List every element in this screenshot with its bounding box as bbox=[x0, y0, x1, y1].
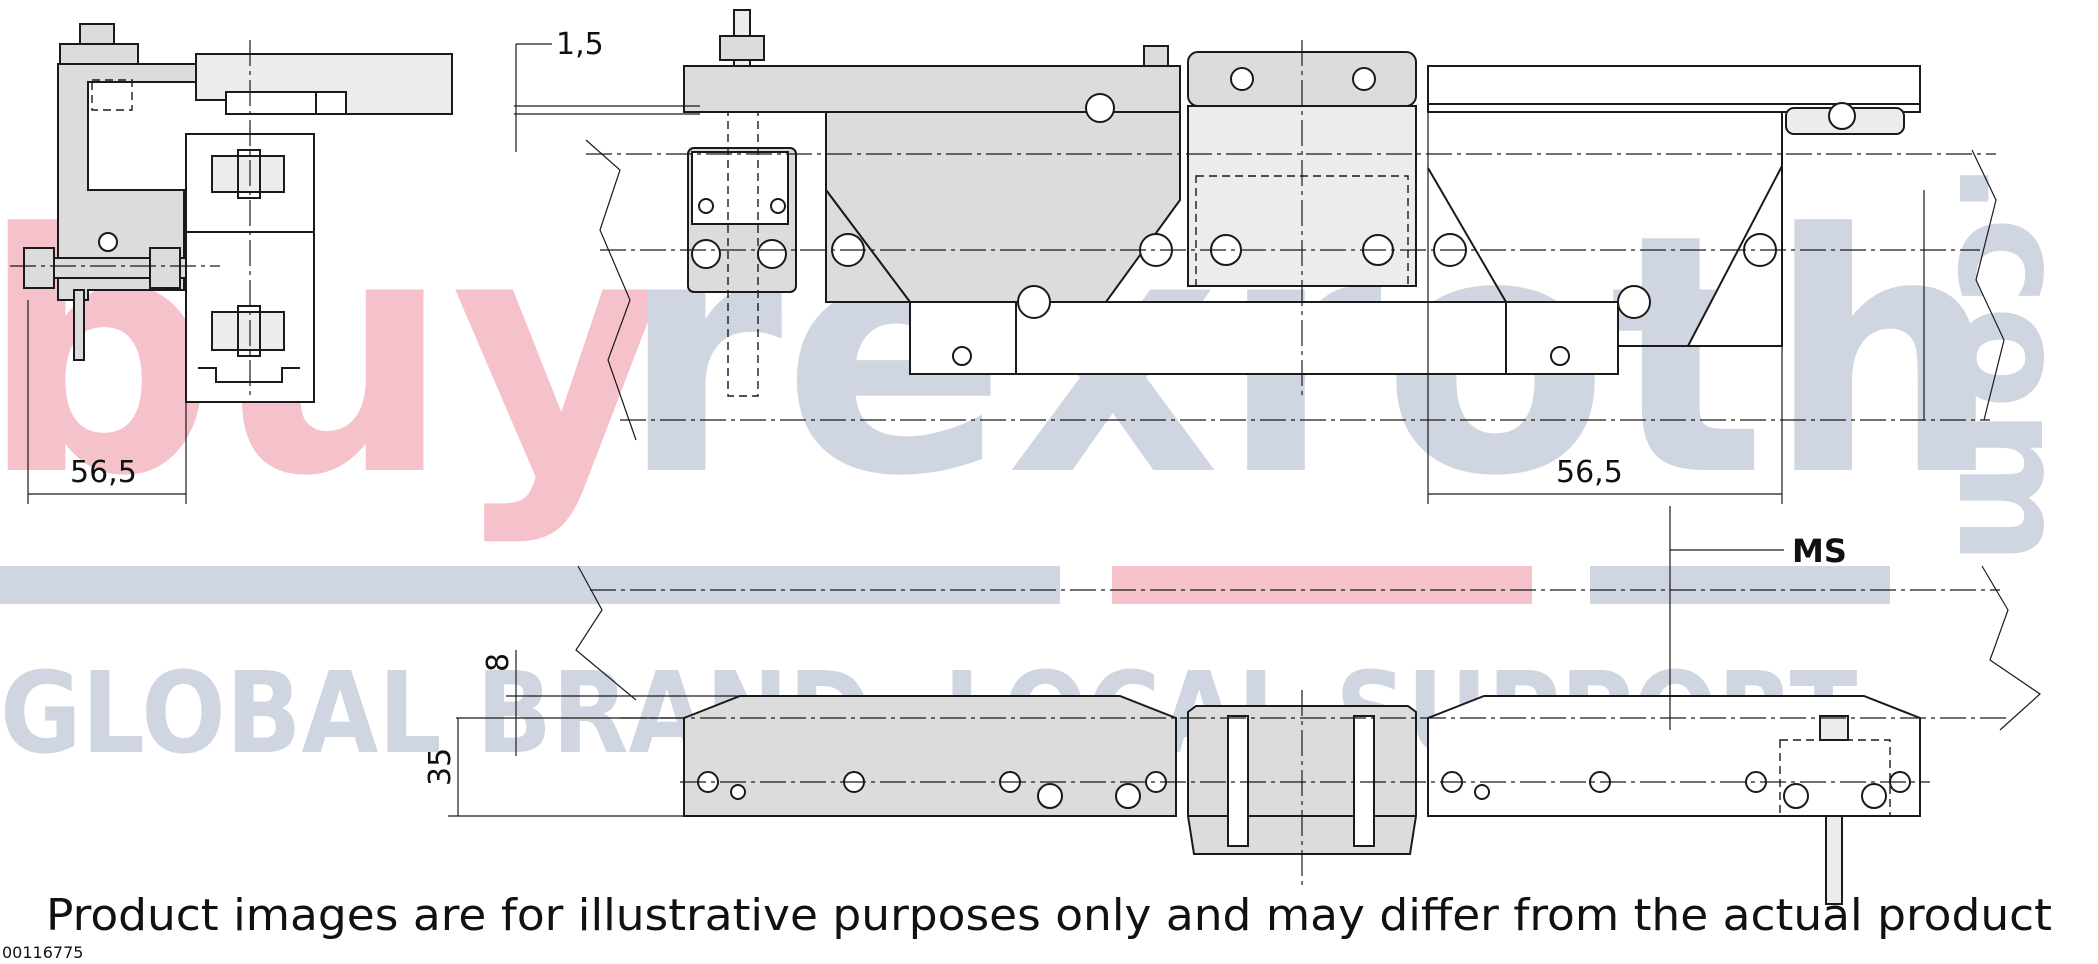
front-view-block-left bbox=[683, 695, 1177, 817]
top-view: 1,5 56,5 bbox=[514, 9, 2005, 504]
dim-text-height-large: 35 bbox=[423, 748, 458, 786]
watermark-brand-com: .com bbox=[1924, 160, 2098, 565]
top-view-center-hole-1 bbox=[1230, 67, 1254, 91]
dim-text-height-small: 8 bbox=[481, 653, 516, 672]
watermark-bar-red bbox=[1112, 566, 1532, 604]
watermark-bar-blue-right bbox=[1590, 566, 1890, 604]
front-view-sensor-cable bbox=[1825, 815, 1843, 905]
side-view-carriage-slot-2 bbox=[315, 91, 347, 115]
front-view-hole-12 bbox=[1783, 783, 1809, 809]
top-view-housing-left-front bbox=[825, 187, 912, 303]
dim-text-left-width: 56,5 bbox=[70, 455, 137, 490]
side-view: 56,5 bbox=[10, 23, 453, 504]
side-view-carriage-slot bbox=[225, 91, 317, 115]
top-view-small-screw bbox=[1143, 45, 1169, 67]
side-view-bolt-nut bbox=[149, 247, 181, 289]
top-view-clamp-hole-2 bbox=[757, 239, 787, 269]
side-view-profile-groove bbox=[198, 367, 300, 383]
front-view-hole-2 bbox=[730, 784, 746, 800]
front-view-pin-2 bbox=[1353, 715, 1375, 847]
top-view-center-hole-2 bbox=[1352, 67, 1376, 91]
top-view-break-left bbox=[585, 139, 637, 441]
top-view-slider-hole bbox=[1828, 102, 1856, 130]
side-view-roller-lower bbox=[211, 311, 285, 351]
front-view-pin-1 bbox=[1227, 715, 1249, 847]
front-view-sensor-top bbox=[1819, 715, 1849, 741]
side-view-bolt-head bbox=[23, 247, 55, 289]
side-view-roller-lower-axle bbox=[237, 305, 261, 357]
front-view-block-right bbox=[1427, 695, 1921, 817]
top-view-break-right bbox=[1971, 149, 2005, 421]
top-view-bottom-hole-1 bbox=[952, 346, 972, 366]
side-view-roller-upper bbox=[211, 155, 285, 193]
front-view-break-right bbox=[1981, 565, 2041, 731]
watermark-bar-blue-left bbox=[0, 566, 1060, 604]
front-view-hole-6 bbox=[1115, 783, 1141, 809]
side-view-bolt-shank bbox=[53, 257, 205, 279]
front-view-break-left bbox=[575, 565, 637, 701]
side-view-pivot-hole bbox=[98, 232, 118, 252]
front-view: MS 8 35 bbox=[423, 506, 2041, 905]
top-view-hole-e bbox=[1617, 285, 1651, 319]
top-view-rod-nut bbox=[719, 35, 765, 61]
top-view-hole-b bbox=[1017, 285, 1051, 319]
front-view-hole-9 bbox=[1474, 784, 1490, 800]
front-view-hole-5 bbox=[1037, 783, 1063, 809]
front-view-hole-13 bbox=[1861, 783, 1887, 809]
top-view-clamp-hole-1 bbox=[691, 239, 721, 269]
disclaimer-text: Product images are for illustrative purp… bbox=[46, 890, 2052, 941]
side-view-hanging-plate bbox=[73, 289, 85, 361]
side-view-roller-upper-axle bbox=[237, 149, 261, 199]
top-view-notch bbox=[1085, 93, 1115, 123]
dim-text-offset-top: 1,5 bbox=[556, 27, 604, 62]
side-view-hidden-screw bbox=[91, 79, 133, 111]
top-view-clamp-hole-3 bbox=[698, 198, 714, 214]
top-view-clamp-hole-4 bbox=[770, 198, 786, 214]
document-number: 00116775 bbox=[2, 943, 83, 962]
ms-label: MS bbox=[1792, 532, 1847, 570]
side-view-top-washer bbox=[59, 43, 139, 65]
dim-text-right-width: 56,5 bbox=[1556, 455, 1623, 490]
top-view-bottom-hole-2 bbox=[1550, 346, 1570, 366]
top-view-rod-hidden bbox=[727, 111, 759, 397]
